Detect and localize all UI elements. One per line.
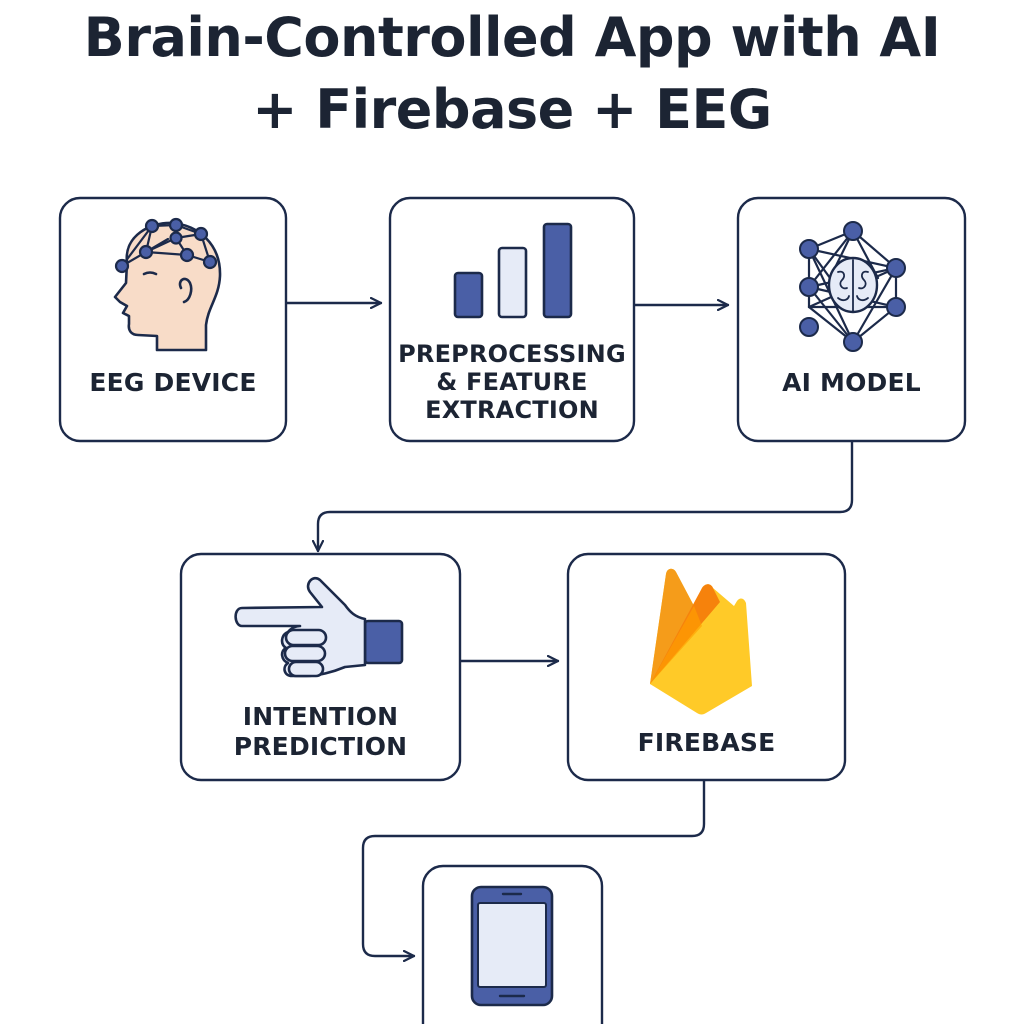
preprocessing-label: PREPROCESSING & FEATURE EXTRACTION — [384, 340, 640, 424]
title-line-1: Brain-Controlled App with AI — [83, 6, 941, 69]
pointing-hand-icon — [234, 576, 404, 678]
ai-model-label: AI MODEL — [738, 368, 965, 397]
ai-model-box — [736, 196, 967, 443]
title-line-2: + Firebase + EEG — [252, 78, 772, 141]
bar-chart-icon — [453, 222, 573, 319]
firebase-flame-icon — [650, 568, 752, 715]
preprocessing-label-line-3: EXTRACTION — [425, 396, 599, 424]
arrow-firebase-to-app — [361, 779, 706, 956]
intention-label-line-1: INTENTION — [242, 702, 399, 731]
smartphone-icon — [470, 885, 554, 1007]
arrow-ai-to-intention — [318, 440, 854, 553]
preprocessing-box — [388, 196, 636, 443]
bar-chart-icon-bar-3 — [542, 222, 573, 319]
neural-network-icon — [799, 221, 906, 352]
eeg-head-icon — [113, 217, 222, 352]
ai-model-label-text: AI MODEL — [782, 368, 921, 397]
preprocessing-label-line-1: PREPROCESSING — [398, 340, 626, 368]
bar-chart-icon-bar-1 — [453, 271, 484, 319]
preprocessing-label-line-2: & FEATURE — [436, 368, 588, 396]
firebase-label: FIREBASE — [568, 728, 845, 757]
connectors — [285, 303, 854, 956]
eeg-device-label: EEG DEVICE — [60, 368, 286, 397]
firebase-label-text: FIREBASE — [637, 728, 776, 757]
bar-chart-icon-bar-2 — [497, 246, 528, 319]
intention-label: INTENTION PREDICTION — [181, 702, 460, 762]
intention-label-line-2: PREDICTION — [233, 732, 408, 761]
eeg-device-label-text: EEG DEVICE — [89, 368, 257, 397]
